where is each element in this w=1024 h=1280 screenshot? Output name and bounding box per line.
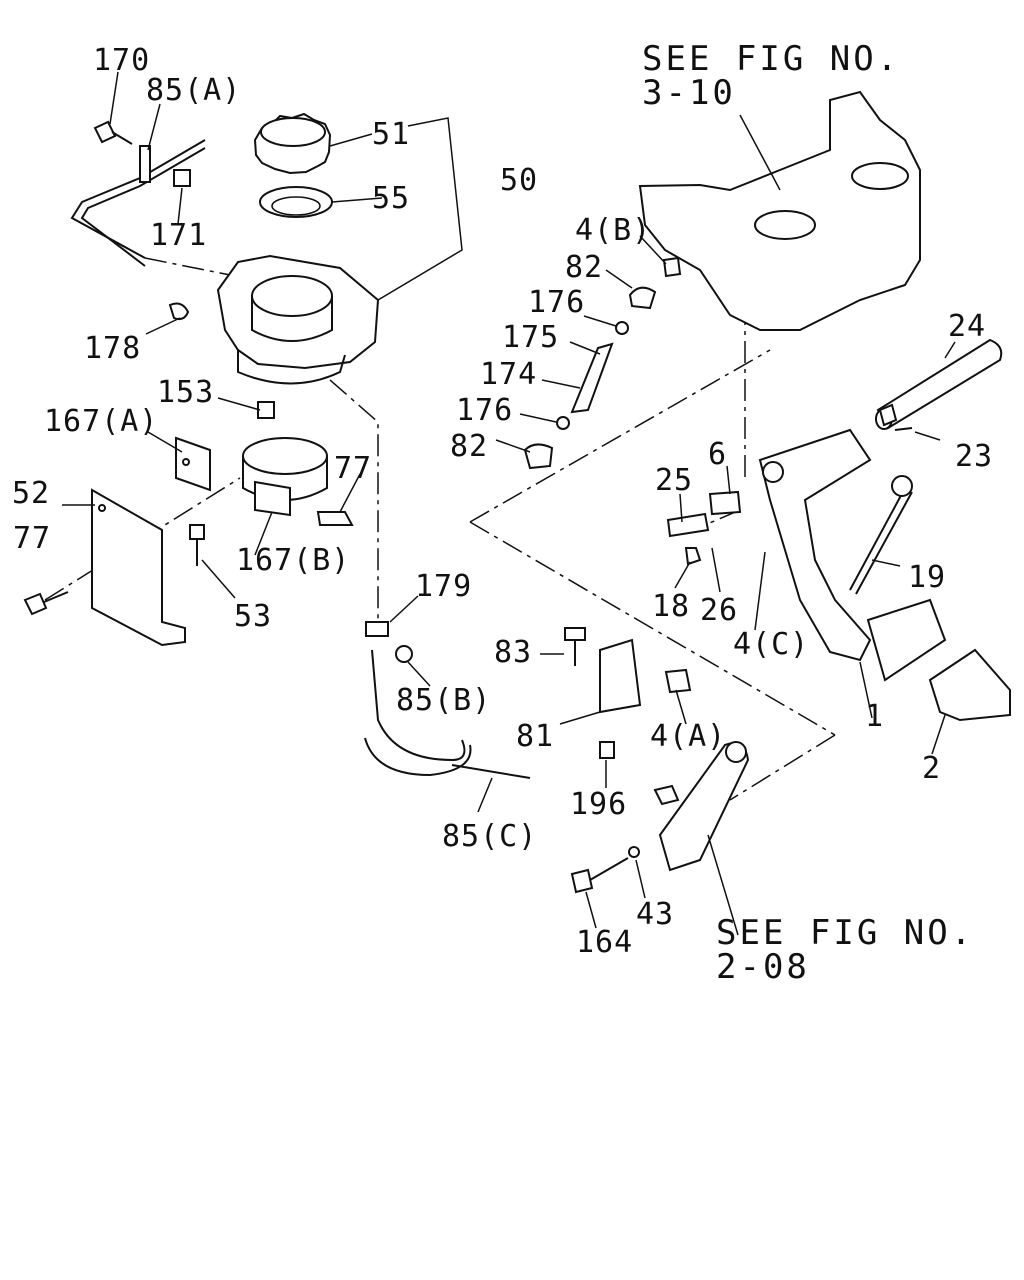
mounting-plate [91, 488, 186, 647]
callout-52: 52 [12, 476, 50, 511]
callout-83: 83 [494, 635, 532, 670]
callout-23: 23 [955, 439, 993, 474]
bolts-left [23, 120, 354, 616]
callout-167b: 167(B) [236, 543, 350, 578]
leader-lines [62, 71, 956, 936]
callout-53: 53 [234, 599, 272, 634]
breather-pipe [70, 139, 206, 267]
callout-labels: 170 85(A) 171 51 55 50 178 153 167(A) 77… [12, 43, 993, 960]
callout-24: 24 [948, 309, 986, 344]
pedal-bracket [638, 90, 921, 331]
ref-bottom-line1: SEE FIG NO. [716, 913, 974, 953]
clutch-pedal [758, 428, 1011, 722]
callout-85a: 85(A) [146, 73, 241, 108]
callout-2: 2 [922, 751, 941, 786]
callout-164: 164 [576, 925, 633, 960]
callout-170: 170 [93, 43, 150, 78]
callout-81: 81 [516, 719, 554, 754]
ref-bottom-line2: 2-08 [716, 947, 810, 987]
push-rod [849, 475, 913, 595]
callout-19: 19 [908, 560, 946, 595]
callout-153: 153 [157, 375, 214, 410]
callout-4a: 4(A) [650, 719, 726, 754]
callout-167a: 167(A) [44, 404, 158, 439]
callout-175: 175 [502, 320, 559, 355]
callout-179: 179 [415, 569, 472, 604]
callout-1: 1 [865, 699, 884, 734]
callout-171: 171 [150, 218, 207, 253]
callout-178: 178 [84, 331, 141, 366]
callout-50: 50 [500, 163, 538, 198]
callout-51: 51 [372, 117, 410, 152]
callout-25: 25 [655, 463, 693, 498]
small-parts-right [523, 256, 913, 894]
callout-43: 43 [636, 897, 674, 932]
callout-82a: 82 [565, 250, 603, 285]
band-clamp [175, 436, 328, 517]
callout-26: 26 [700, 593, 738, 628]
filler-cap [253, 112, 332, 175]
callout-174: 174 [480, 357, 537, 392]
gasket [259, 186, 333, 218]
callout-18: 18 [652, 589, 690, 624]
callout-85b: 85(B) [396, 683, 491, 718]
ref-top-line2: 3-10 [642, 73, 736, 113]
callout-77b: 77 [13, 521, 51, 556]
master-cylinder [653, 741, 750, 872]
reservoir-tank [216, 254, 380, 385]
callout-4b: 4(B) [575, 213, 651, 248]
callout-6: 6 [708, 437, 727, 472]
callout-77a: 77 [334, 451, 372, 486]
ref-top-line1: SEE FIG NO. [642, 39, 900, 79]
hose [364, 621, 531, 779]
callout-176a: 176 [528, 285, 585, 320]
callout-82b: 82 [450, 429, 488, 464]
callout-4c: 4(C) [733, 627, 809, 662]
callout-176b: 176 [456, 393, 513, 428]
callout-55: 55 [372, 181, 410, 216]
callout-85c: 85(C) [442, 819, 537, 854]
callout-196: 196 [570, 787, 627, 822]
